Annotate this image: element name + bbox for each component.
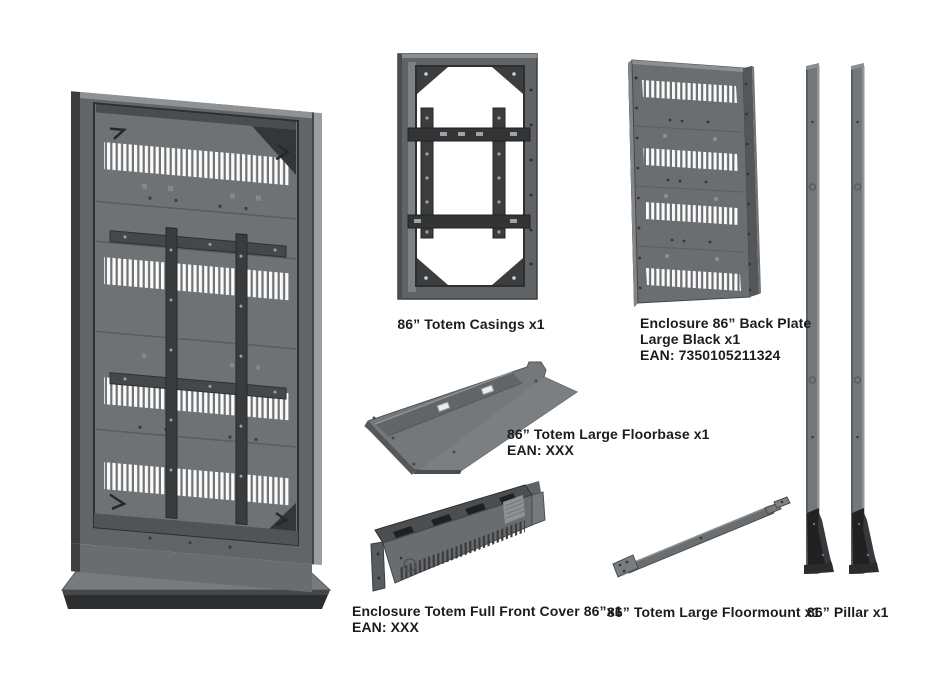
back-plate-label-line1: Enclosure 86” Back Plate — [640, 315, 812, 331]
floorbase-label-line2: EAN: XXX — [507, 442, 574, 458]
floormount-label: 86” Totem Large Floormount x1 — [607, 604, 820, 620]
floorbase-graphic — [364, 361, 579, 475]
back-plate-graphic — [628, 59, 761, 307]
front-cover-graphic — [370, 481, 546, 592]
pillar-right — [849, 63, 879, 574]
pillar-label-text: 86” Pillar x1 — [807, 604, 889, 620]
pillar-graphic — [804, 63, 879, 574]
floorbase-slots — [436, 384, 495, 413]
casings-label-text: 86” Totem Casings x1 — [397, 316, 545, 332]
back-plate-label-line2: Large Black x1 — [640, 331, 741, 347]
back-plate-label-line3: EAN: 7350105211324 — [640, 347, 781, 363]
front-cover-label-line2: EAN: XXX — [352, 619, 419, 635]
front-cover-label-line1: Enclosure Totem Full Front Cover 86”x1 — [352, 603, 623, 619]
pillar-left — [804, 63, 834, 574]
floormount-graphic — [612, 496, 791, 578]
casings-label: 86” Totem Casings x1 — [392, 316, 550, 332]
casings-vesa-mount — [407, 107, 531, 239]
floorbase-label: 86” Totem Large Floorbase x1 EAN: XXX — [507, 426, 710, 458]
totem-cabinet — [71, 91, 322, 593]
floorbase-label-line1: 86” Totem Large Floorbase x1 — [507, 426, 710, 442]
back-plate-label: Enclosure 86” Back Plate Large Black x1 … — [640, 315, 811, 363]
totem-assembly-graphic — [61, 91, 332, 609]
totem-vesa-mount — [109, 226, 287, 526]
back-plate-vents — [642, 80, 741, 291]
front-cover-label: Enclosure Totem Full Front Cover 86”x1 E… — [352, 603, 622, 635]
pillar-label: 86” Pillar x1 — [807, 604, 888, 620]
casings-graphic — [397, 53, 538, 300]
floormount-label-text: 86” Totem Large Floormount x1 — [607, 604, 821, 620]
